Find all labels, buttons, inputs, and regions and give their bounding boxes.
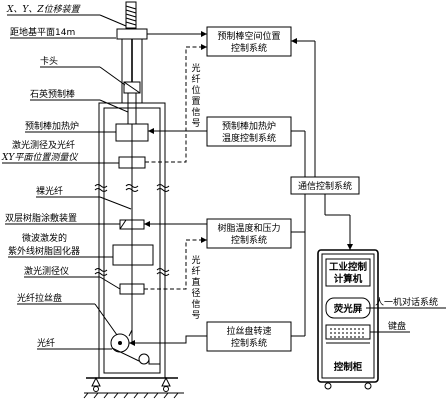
screen-label: 荧光屏 (334, 303, 363, 315)
pos-signal-char-1: 纤 (191, 73, 200, 85)
label-laser-xy-line1: 激光测径及光纤 (12, 139, 75, 151)
svg-text:通信控制系统: 通信控制系统 (298, 180, 352, 192)
svg-text:控制系统: 控制系统 (231, 337, 267, 349)
label-laser-gauge: 激光测径仪 (24, 265, 69, 277)
heating-control-box: 预制棒加热炉 温度控制系统 (206, 116, 292, 147)
industrial-computer (325, 258, 371, 287)
svg-text:树脂温度和压力: 树脂温度和压力 (217, 222, 280, 234)
dia-signal-char-5: 号 (191, 310, 200, 321)
svg-text:温度控制系统: 温度控制系统 (222, 132, 276, 144)
position-signal-label: 光 纤 位 置 信 号 (191, 62, 200, 129)
label-preform-rod: 石英预制棒 (30, 88, 75, 100)
pos-signal-char-5: 号 (191, 118, 200, 129)
label-height: 距地基平面14m (10, 26, 75, 38)
screw-thread (125, 5, 137, 26)
guide-pulley (138, 353, 150, 365)
link-capstan-speed (129, 335, 207, 344)
label-double-coat: 双层树脂涂敷装置 (5, 212, 77, 224)
diameter-signal-label: 光 纤 直 径 信 号 (191, 254, 200, 321)
svg-text:拉丝盘转速: 拉丝盘转速 (226, 325, 271, 337)
tower-feet (91, 376, 171, 392)
break-marks-upper (94, 184, 170, 192)
pos-signal-char-0: 光 (191, 62, 200, 74)
label-furnace: 预制棒加热炉 (25, 120, 79, 132)
pos-signal-char-4: 信 (191, 106, 200, 118)
label-chuck: 卡头 (40, 55, 58, 67)
label-capstan: 光纤拉丝盘 (17, 292, 62, 304)
dia-signal-char-2: 直 (191, 276, 200, 288)
fiber-to-capstan (128, 329, 133, 337)
label-uv-line1: 微波激发的 (22, 232, 67, 244)
label-laser-xy-line2: XY平面位置测量仪 (1, 152, 78, 163)
uv-curer (112, 244, 154, 266)
svg-text:预制棒空间位置: 预制棒空间位置 (217, 30, 280, 42)
resin-control-box: 树脂温度和压力 控制系统 (206, 218, 292, 249)
tower-inner (103, 107, 161, 374)
label-uv-line2: 紫外线树脂固化器 (8, 245, 80, 257)
label-bare-fiber: 裸光纤 (36, 185, 63, 197)
label-fiber: 光纤 (37, 337, 55, 349)
label-keyboard: 键盘 (388, 320, 406, 332)
dia-signal-char-1: 纤 (191, 265, 200, 277)
fiber-exit (148, 359, 160, 365)
svg-text:控制系统: 控制系统 (231, 42, 267, 54)
label-xyz-device: X、Y、Z位移装置 (6, 4, 81, 15)
label-hmi: 人一机对话系统 (375, 296, 438, 308)
svg-text:预制棒加热炉: 预制棒加热炉 (222, 120, 276, 132)
dia-signal-char-4: 信 (191, 298, 200, 310)
diameter-signal-line (144, 239, 207, 290)
speed-control-box: 拉丝盘转速 控制系统 (206, 321, 292, 352)
communication-control-box: 通信控制系统 (290, 176, 360, 195)
ground-hatch (83, 392, 184, 399)
computer-label-2: 计算机 (334, 273, 363, 285)
fiber-to-pulley (111, 347, 140, 362)
break-marks-lower (94, 268, 170, 276)
dia-signal-char-3: 径 (191, 287, 200, 299)
svg-text:控制系统: 控制系统 (231, 234, 267, 246)
position-signal-line (145, 46, 207, 163)
computer-label-1: 工业控制 (329, 261, 368, 273)
capstan-hub (118, 341, 122, 345)
keyboard-keys (330, 328, 366, 338)
dia-signal-char-0: 光 (191, 254, 200, 266)
pos-signal-char-3: 置 (191, 96, 200, 107)
displacement-block (116, 28, 148, 40)
position-control-box: 预制棒空间位置 控制系统 (206, 26, 292, 57)
console-label: 控制柜 (334, 361, 363, 373)
pos-signal-char-2: 位 (191, 84, 200, 96)
